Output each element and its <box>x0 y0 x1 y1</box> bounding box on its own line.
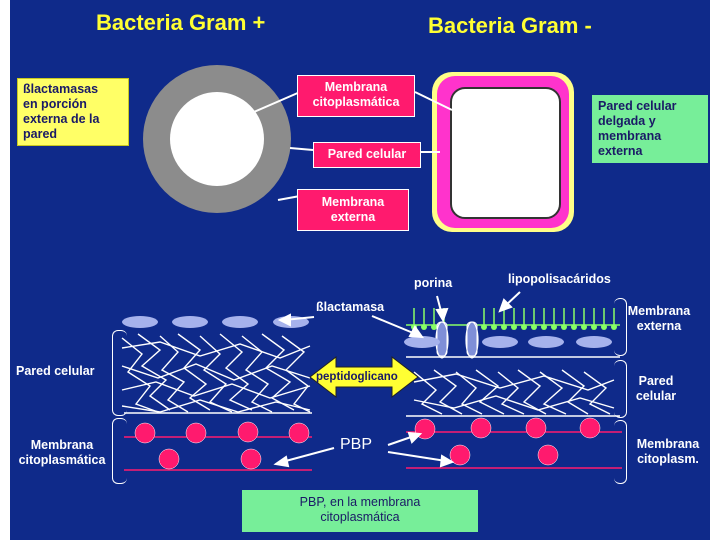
betalactamase-outer-wall-label: ßlactamasas en porción externa de la par… <box>17 78 129 146</box>
pbp-caption-box: PBP, en la membrana citoplasmática <box>242 490 478 532</box>
peptidoglycan-double-arrow <box>309 355 419 399</box>
label-peptidoglicano: peptidoglicano <box>316 371 398 383</box>
left-peptidoglycan-mesh <box>121 333 311 413</box>
right-outer-membrane-bracket <box>614 298 627 356</box>
label-membrana-citoplasmatica-gram-positive: Membrana citoplasmática <box>18 438 106 467</box>
pointer-line <box>414 91 453 111</box>
label-pbp: PBP <box>340 436 373 453</box>
diagram-canvas <box>121 65 622 471</box>
right-membrane-bracket <box>614 420 627 484</box>
label-membrana-citoplasm-gram-negative: Membrana citoplasm. <box>636 437 700 466</box>
slide: Bacteria Gram + Bacteria Gram - <box>10 0 710 540</box>
label-membrana-citoplasmatica: Membrana citoplasmática <box>297 75 415 117</box>
title-gram-positive: Bacteria Gram + <box>96 10 266 35</box>
bottom-arrows <box>273 291 521 468</box>
label-membrana-externa: Membrana externa <box>297 189 409 231</box>
thin-wall-outer-membrane-label: Pared celular delgada y membrana externa <box>592 95 708 163</box>
left-pbp-dots <box>134 421 310 470</box>
right-betalactamase-ellipses <box>404 336 612 348</box>
label-membrana-externa-gram-negative: Membrana externa <box>627 304 691 333</box>
right-wall-bracket <box>614 360 627 418</box>
label-betalactamasa: ßlactamasa <box>316 300 385 314</box>
title-gram-negative: Bacteria Gram - <box>428 13 592 38</box>
gram-negative-cytoplasm <box>450 87 561 219</box>
pointer-line <box>253 91 301 113</box>
gram-positive-cytoplasm <box>170 92 264 186</box>
lipopolysaccharide-heads <box>411 324 617 330</box>
label-lipopolisacaridos: lipopolisacáridos <box>508 272 611 286</box>
left-betalactamase-ellipses <box>122 316 309 328</box>
label-pared-celular: Pared celular <box>313 142 421 168</box>
pointer-line <box>289 147 314 151</box>
right-peptidoglycan-mesh <box>413 369 615 415</box>
left-membrane-bracket <box>112 418 127 484</box>
label-pared-celular-gram-positive: Pared celular <box>16 364 95 378</box>
pointer-line <box>277 195 301 201</box>
porin-channels <box>435 321 479 359</box>
label-porina: porina <box>414 276 453 290</box>
label-pared-celular-gram-negative: Pared celular <box>635 374 677 403</box>
left-wall-bracket <box>112 330 127 416</box>
